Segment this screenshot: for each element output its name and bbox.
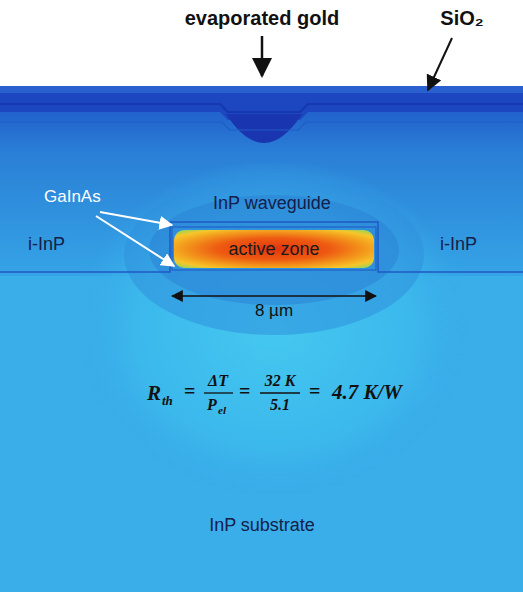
formula-operator: =	[184, 381, 195, 401]
region-label: i-InP	[440, 235, 477, 253]
dimension-label: 8 µm	[255, 302, 293, 319]
formula-subscript: el	[218, 405, 226, 416]
layer-label: InP waveguide	[213, 194, 331, 212]
part-label: evaporated gold	[185, 8, 339, 28]
active-zone: active zone	[174, 230, 374, 268]
formula-denominator: P	[207, 397, 217, 413]
layer-label: GaInAs	[44, 188, 101, 205]
formula-denominator: 5.1	[270, 397, 290, 413]
formula-operator: =	[239, 381, 250, 401]
formula-symbol: R	[147, 383, 161, 404]
region-label: i-InP	[28, 235, 65, 253]
formula-numerator: ΔT	[208, 373, 228, 389]
formula-result: 4.7 K/W	[332, 382, 402, 403]
formula-numerator: 32 K	[265, 373, 296, 389]
region-label: active zone	[228, 239, 319, 260]
region-label: InP substrate	[209, 516, 315, 534]
formula-subscript: th	[162, 394, 173, 407]
formula-operator: =	[309, 381, 320, 401]
part-label: SiO₂	[440, 8, 483, 28]
